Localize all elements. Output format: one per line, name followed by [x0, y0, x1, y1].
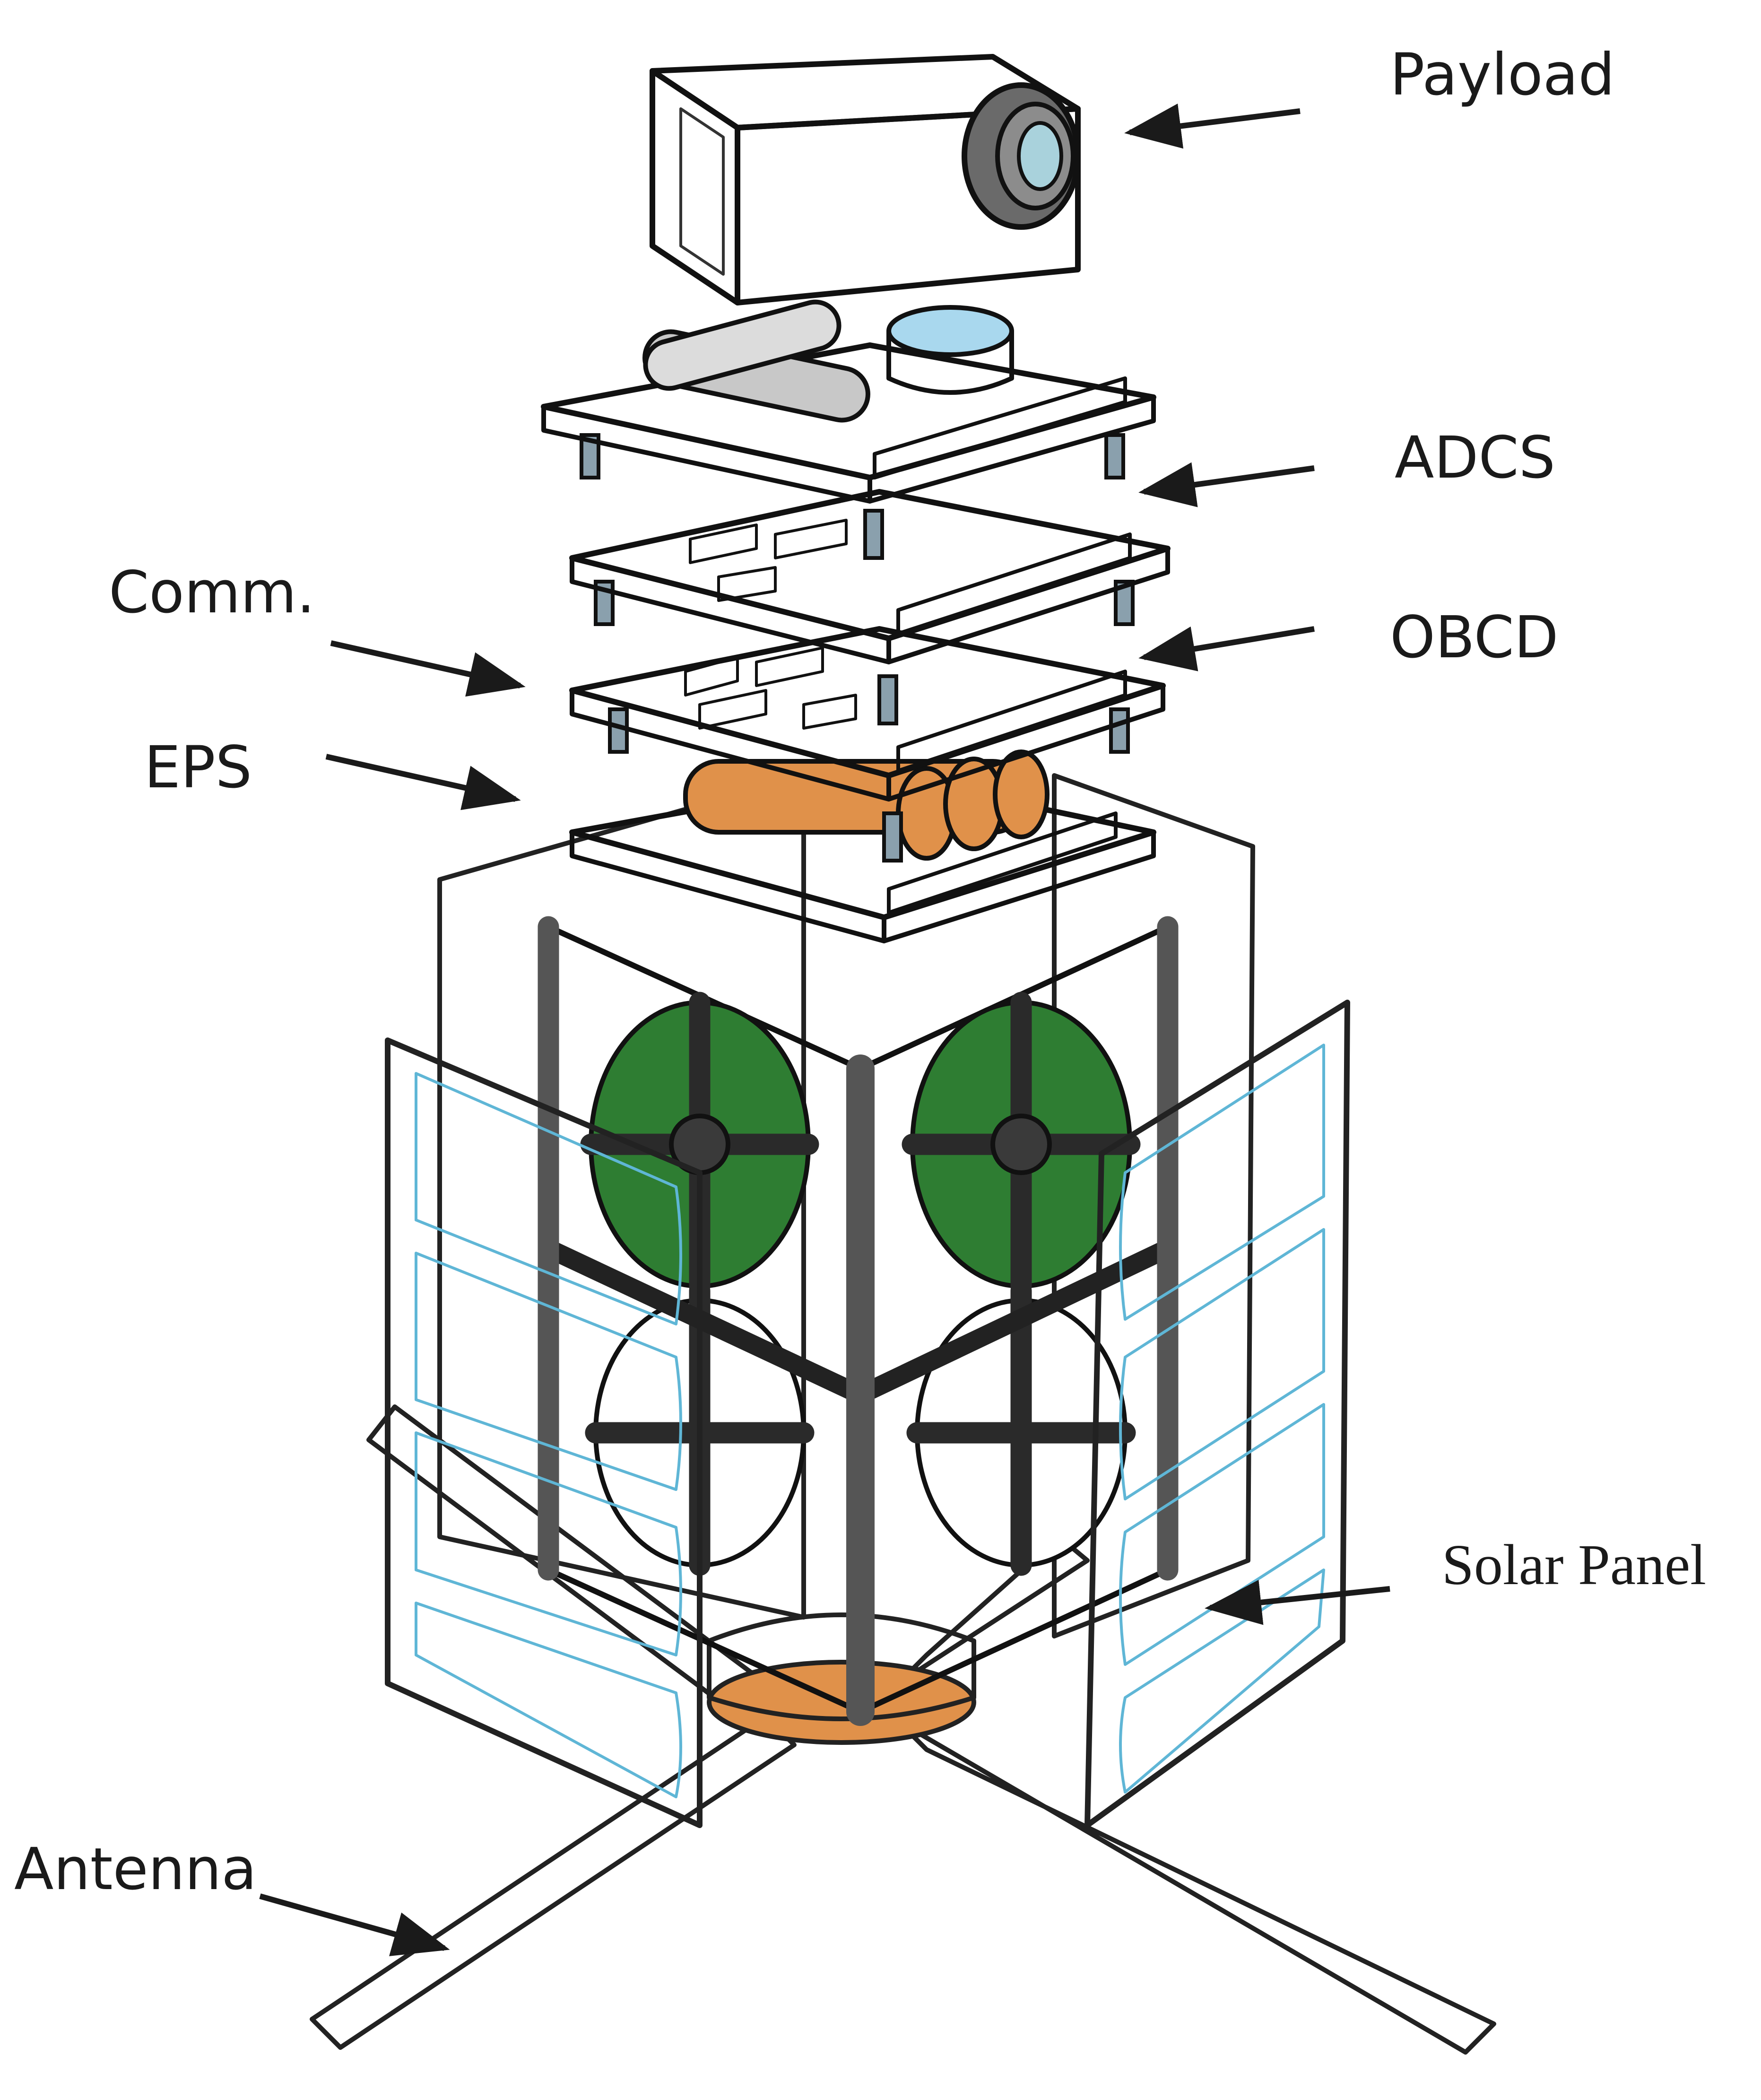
standoffs — [580, 433, 1135, 863]
arrow-obcd — [1138, 626, 1315, 671]
arrow-antenna — [259, 1893, 450, 1956]
pcb-obcd — [569, 626, 1166, 802]
arrow-adcs — [1138, 462, 1315, 507]
label-antenna: Antenna — [14, 1836, 257, 1903]
arrow-payload — [1124, 103, 1301, 149]
pcb-eps — [569, 749, 1156, 943]
structure-frame — [538, 916, 1179, 1726]
label-comm: Comm. — [109, 559, 315, 626]
label-adcs: ADCS — [1395, 424, 1555, 491]
payload-camera — [650, 54, 1081, 305]
callout-arrows — [259, 103, 1390, 1956]
solar-panel-right — [1084, 1000, 1350, 1828]
label-solar-panel: Solar Panel — [1442, 1533, 1706, 1597]
pcb-comm — [569, 489, 1171, 664]
solar-panel-left — [385, 1037, 703, 1828]
label-eps: EPS — [144, 734, 252, 801]
arrow-comm — [330, 640, 526, 697]
label-obcd: OBCD — [1390, 604, 1559, 671]
arrow-eps — [325, 754, 521, 810]
label-payload: Payload — [1390, 41, 1615, 108]
pcb-adcs — [541, 299, 1156, 504]
arrow-solar-panel — [1205, 1579, 1390, 1625]
